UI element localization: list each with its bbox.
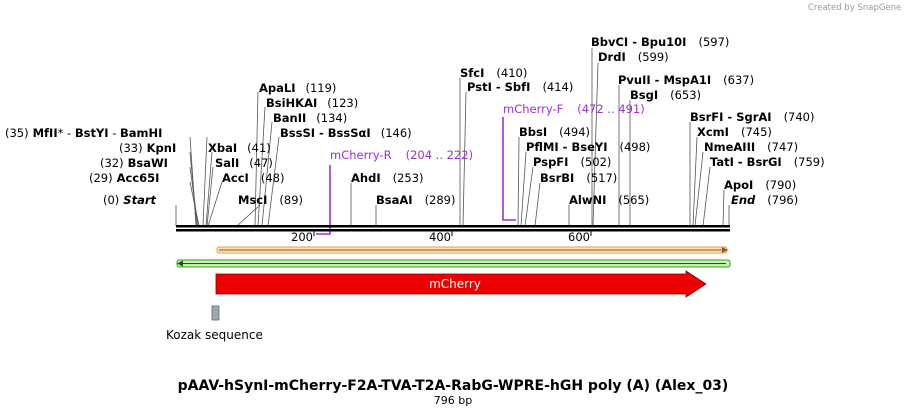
enzyme-label-banii: BanII(134) [273, 111, 347, 125]
enzyme-label-pvuii: PvuII - MspA1I(637) [618, 73, 754, 87]
mcherry-feature: mCherry [215, 270, 707, 298]
enzyme-label-apoi: ApoI(790) [724, 178, 796, 192]
enzyme-label-bbvci: BbvCI - Bpu10I(597) [591, 35, 729, 49]
enzyme-label-bbsi: BbsI(494) [519, 125, 590, 139]
enzyme-label-pspfi: PspFI(502) [533, 155, 611, 169]
mcherry-feature-label: mCherry [429, 277, 481, 291]
enzyme-label-start: (0) Start [103, 193, 157, 207]
enzyme-label-drdi: DrdI(599) [598, 50, 669, 64]
enzyme-label-apali: ApaLI(119) [259, 81, 336, 95]
enzyme-label-bsgi: BsgI(653) [630, 88, 701, 102]
enzyme-label-pflmi: PflMI - BseYI(498) [526, 140, 650, 154]
enzyme-label-sali: SalI(47) [215, 156, 273, 170]
enzyme-label-psti-sbfi: PstI - SbfI(414) [467, 80, 573, 94]
dna-backbone [176, 225, 730, 232]
enzyme-label-xcmi: XcmI(745) [697, 125, 772, 139]
tick-label-400: 400 [429, 230, 451, 244]
enzyme-label-ahdi: AhdI(253) [351, 171, 424, 185]
kozak-feature-label: Kozak sequence [166, 328, 263, 342]
enzyme-label-alwni: AlwNI(565) [569, 193, 649, 207]
primer-mcherry-r: mCherry-R(204 .. 222) [316, 148, 473, 235]
plasmid-length: 796 bp [434, 394, 472, 407]
enzyme-label-bsawi: (32) BsaWI [100, 156, 168, 170]
orange-feature-bar [216, 246, 728, 254]
enzyme-label-mfli-bstyi-bamhi: (35) MfII* - BstYI - BamHI [5, 126, 162, 140]
primer-mcherry-f: mCherry-F(472 .. 491) [502, 102, 645, 221]
tick-label-600: 600 [568, 230, 590, 244]
enzyme-label-bsrfi: BsrFI - SgrAI(740) [690, 110, 815, 124]
enzyme-label-bsaai: BsaAI(289) [376, 193, 456, 207]
enzyme-label-tati-bsrgi: TatI - BsrGI(759) [710, 155, 825, 169]
snapgene-credit: Created by SnapGene [808, 3, 901, 13]
enzyme-label-acc65i: (29) Acc65I [89, 171, 159, 185]
primer-mcherry-f-arrow [502, 117, 516, 221]
plasmid-title: pAAV-hSynI-mCherry-F2A-TVA-T2A-RabG-WPRE… [178, 378, 729, 394]
enzyme-label-acci: AccI(48) [222, 171, 284, 185]
enzyme-label-bsssi: BssSI - BssSαI(146) [280, 126, 412, 140]
enzyme-label-end: End(796) [731, 193, 798, 207]
kozak-feature: Kozak sequence [166, 305, 263, 342]
ruler: 200 400 600 [291, 229, 592, 244]
enzyme-label-kpni: (33) KpnI [119, 141, 176, 155]
enzyme-label-msci: MscI(89) [238, 193, 303, 207]
enzyme-label-bsrbi: BsrBI(517) [540, 171, 617, 185]
enzyme-labels: (35) MfII* - BstYI - BamHI (33) KpnI (32… [5, 35, 825, 207]
tick-label-200: 200 [291, 230, 313, 244]
enzyme-label-xbai: XbaI(41) [208, 141, 271, 155]
enzyme-label-sfci: SfcI(410) [460, 66, 527, 80]
enzyme-label-nmeaiii: NmeAIII(747) [704, 140, 798, 154]
primer-mcherry-f-label: mCherry-F(472 .. 491) [503, 102, 645, 116]
primer-mcherry-r-arrow [316, 165, 331, 235]
primer-mcherry-r-label: mCherry-R(204 .. 222) [330, 148, 473, 162]
enzyme-label-bsihkai: BsiHKAI(123) [266, 96, 358, 110]
cut-site-lines [175, 48, 730, 227]
green-feature-bar [176, 259, 731, 268]
